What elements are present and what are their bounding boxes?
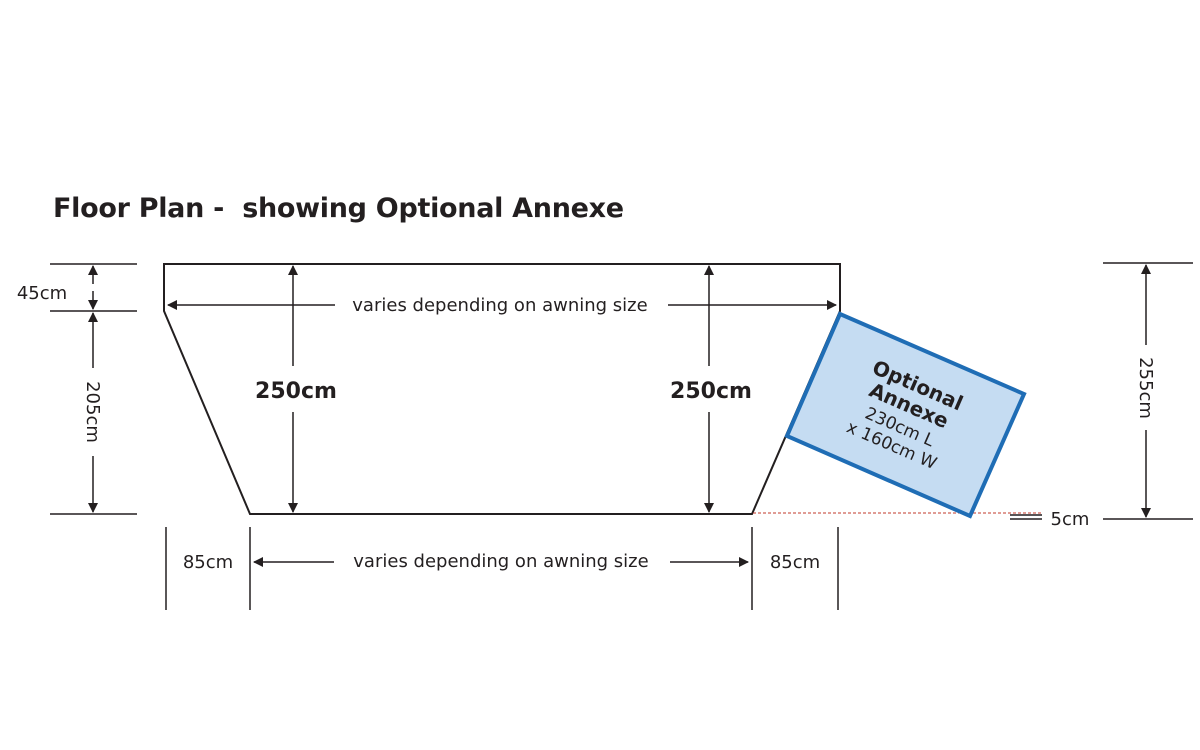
left-height-dimension: 250cm: [255, 265, 337, 513]
side-depth-dimension: 205cm: [82, 312, 103, 513]
awning-outline: [163, 263, 841, 515]
optional-annexe: Optional Annexe 230cm L x 160cm W: [784, 311, 1027, 519]
bottom-width-dimension: varies depending on awning size: [253, 551, 749, 572]
right-offset-label: 85cm: [770, 552, 820, 573]
bottom-width-label: varies depending on awning size: [353, 551, 648, 572]
annexe-gap-dimension: 5cm: [1010, 509, 1089, 530]
page-title: Floor Plan - showing Optional Annexe: [53, 193, 624, 224]
side-depth-label: 205cm: [82, 381, 103, 443]
front-depth-dimension: 45cm: [17, 265, 98, 310]
overall-height-dimension: 255cm: [1135, 264, 1156, 518]
annexe-gap-label: 5cm: [1051, 509, 1090, 530]
left-height-label: 250cm: [255, 379, 337, 404]
top-width-dimension: varies depending on awning size: [167, 295, 837, 316]
annexe-box: [784, 311, 1027, 519]
right-height-label: 250cm: [670, 379, 752, 404]
left-offset-label: 85cm: [183, 552, 233, 573]
right-height-dimension: 250cm: [670, 265, 752, 513]
front-depth-label: 45cm: [17, 283, 67, 304]
top-width-label: varies depending on awning size: [352, 295, 647, 316]
overall-height-label: 255cm: [1135, 357, 1156, 419]
